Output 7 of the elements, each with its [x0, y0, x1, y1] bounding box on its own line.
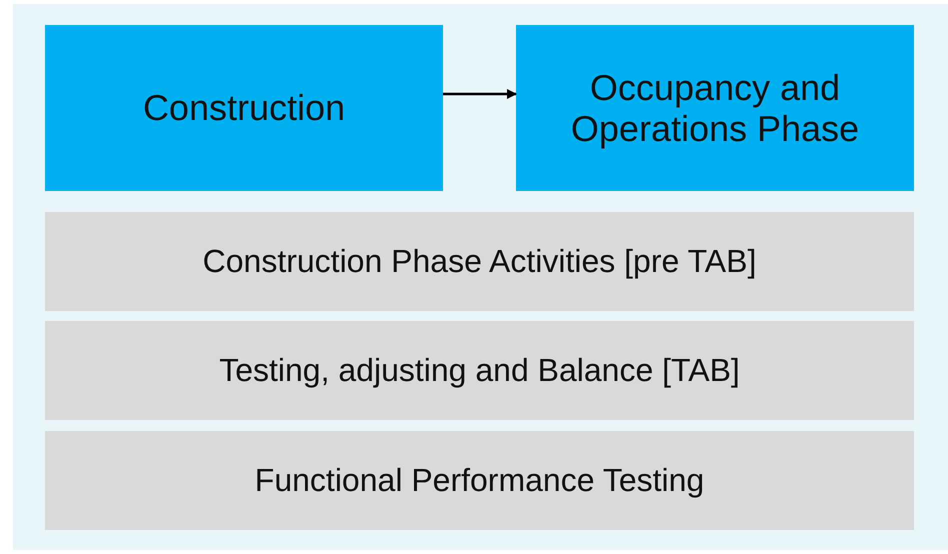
activity-bar: Construction Phase Activities [pre TAB]: [45, 212, 914, 311]
activity-bar: Functional Performance Testing: [45, 431, 914, 530]
arrow: [443, 89, 517, 99]
phase-box: Construction: [45, 25, 443, 191]
container-panel: [13, 4, 948, 550]
phase-box: Occupancy and Operations Phase: [516, 25, 914, 191]
activity-bar: Testing, adjusting and Balance [TAB]: [45, 321, 914, 420]
